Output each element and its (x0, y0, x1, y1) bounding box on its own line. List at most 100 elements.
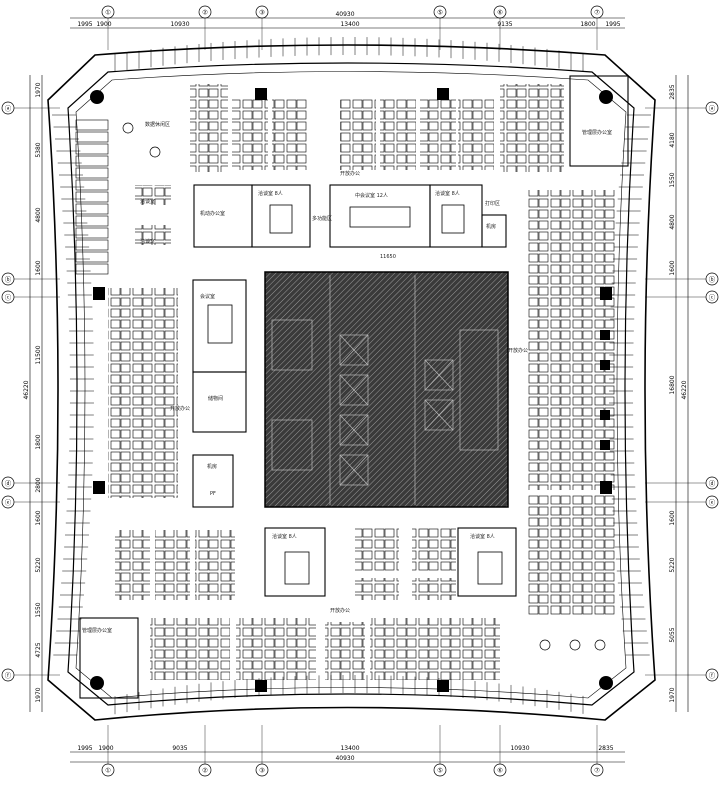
axis-left-3: ⓒ (5, 293, 12, 301)
label-office-room: 机动办公室 (200, 210, 225, 217)
dim-bottom-4: 13400 (340, 745, 359, 752)
label-print-area: 打印区 (485, 200, 500, 207)
dimension-text-bottom: 1995 1900 9035 13400 10930 2835 40930 (77, 745, 613, 762)
axis-top-4: ⑤ (437, 8, 443, 16)
dim-top-5: 9135 (497, 21, 512, 28)
dim-bottom-6: 2835 (598, 745, 613, 752)
central-core (264, 271, 509, 508)
dim-left-3: 4800 (35, 207, 42, 222)
axis-top-5: ⑥ (497, 8, 503, 16)
dim-top-2: 1900 (96, 21, 111, 28)
dim-bottom-total: 40930 (335, 755, 354, 762)
dim-left-2: 5380 (35, 142, 42, 157)
label-meeting-bc: 洽谈室 8人 (272, 533, 297, 540)
room-labels: 数据休闲区 洽谈室 洽谈室 机动办公室 洽谈室 8人 多功能区 中会议室 12人… (82, 121, 612, 634)
axis-left-1: ⓐ (5, 104, 12, 112)
dim-top-7: 1995 (605, 21, 620, 28)
axis-bottom-4: ⑤ (437, 766, 443, 774)
facade-panel (75, 227, 109, 239)
label-open-office-left: 开放办公 (170, 405, 190, 412)
facade-mullions (52, 37, 651, 715)
dim-right-total: 46220 (681, 380, 688, 399)
lounge-furniture (122, 122, 606, 651)
dim-right-1: 2835 (669, 84, 676, 99)
label-meeting-br: 洽谈室 8人 (470, 533, 495, 540)
dim-left-9: 5220 (35, 557, 42, 572)
axis-top-6: ⑦ (594, 8, 600, 16)
dim-right-2: 4180 (669, 132, 676, 147)
dim-left-6: 1800 (35, 434, 42, 449)
dim-right-3: 1550 (669, 172, 676, 187)
facade-panel (75, 215, 109, 227)
facade-panel (75, 167, 109, 179)
label-meeting-left: 洽谈室 (140, 198, 155, 205)
dim-top-6: 1800 (580, 21, 595, 28)
label-manager-tr: 管理层办公室 (582, 129, 612, 136)
conference-tables (207, 204, 503, 585)
axis-bottom-3: ③ (259, 766, 265, 774)
label-meeting-small: 洽谈室 8人 (258, 190, 283, 197)
facade-panel (75, 155, 109, 167)
facade-panel (75, 131, 109, 143)
dim-left-12: 1970 (35, 687, 42, 702)
axis-right-6: ⓕ (709, 671, 716, 679)
dim-bottom-2: 1900 (98, 745, 113, 752)
label-manager-bl: 管理层办公室 (82, 627, 112, 634)
facade-panel (75, 239, 109, 251)
axis-right-3: ⓒ (709, 293, 716, 301)
label-open-office-top: 开放办公 (340, 170, 360, 177)
facade-panel (75, 179, 109, 191)
dimension-text-left: 46220 1970 5380 4800 1600 11500 1800 280… (23, 82, 42, 702)
axis-left-2: ⓑ (5, 275, 12, 283)
axis-right-1: ⓐ (709, 104, 716, 112)
label-server-room: 机房 (207, 463, 217, 470)
room-walls (79, 75, 629, 699)
axis-left-5: ⓔ (5, 498, 12, 506)
building-envelope (47, 44, 656, 721)
workstation-clusters (108, 84, 616, 680)
dim-bottom-5: 10930 (510, 745, 529, 752)
dim-left-11: 4725 (35, 642, 42, 657)
label-corridor-dim: 11650 (380, 254, 396, 260)
label-core-pf: PF (210, 491, 216, 497)
dim-bottom-1: 1995 (77, 745, 92, 752)
dim-left-10: 1550 (35, 602, 42, 617)
label-meeting-mid: 中会议室 12人 (355, 192, 388, 199)
facade-panel (75, 143, 109, 155)
dim-right-9: 5055 (669, 627, 676, 642)
facade-panel (75, 119, 109, 131)
dim-right-8: 5220 (669, 557, 676, 572)
axis-right-4: ⓓ (709, 479, 716, 487)
axis-top-3: ③ (259, 8, 265, 16)
facade-panel (75, 203, 109, 215)
label-pantry: 数据休闲区 (145, 121, 170, 128)
axis-left-4: ⓓ (5, 479, 12, 487)
label-meeting-left2: 洽谈室 (140, 238, 155, 245)
dim-right-4: 4800 (669, 214, 676, 229)
facade-panel (75, 191, 109, 203)
dim-left-8: 1600 (35, 510, 42, 525)
axis-left-6: ⓕ (5, 671, 12, 679)
label-meeting-w: 会议室 (200, 293, 215, 300)
dim-right-6: 16800 (669, 375, 676, 394)
axis-top-1: ① (105, 8, 111, 16)
label-multi-func: 多功能区 (312, 215, 332, 222)
axis-right-5: ⓔ (709, 498, 716, 506)
dim-top-3: 10930 (170, 21, 189, 28)
dimension-text-top: 40930 1995 1900 10930 13400 9135 1800 19… (77, 11, 620, 28)
dim-bottom-3: 9035 (172, 745, 187, 752)
dim-left-total: 46220 (23, 380, 30, 399)
dim-left-1: 1970 (35, 82, 42, 97)
label-open-office-right: 开放办公 (508, 347, 528, 354)
dim-top-1: 1995 (77, 21, 92, 28)
dim-left-5: 11500 (35, 345, 42, 364)
dim-left-4: 1600 (35, 260, 42, 275)
axis-right-2: ⓑ (709, 275, 716, 283)
label-open-office-bottom: 开放办公 (330, 607, 350, 614)
label-storage: 储物间 (208, 395, 223, 402)
dim-right-7: 1600 (669, 510, 676, 525)
dim-right-5: 1600 (669, 260, 676, 275)
west-facade-panels (75, 119, 109, 275)
